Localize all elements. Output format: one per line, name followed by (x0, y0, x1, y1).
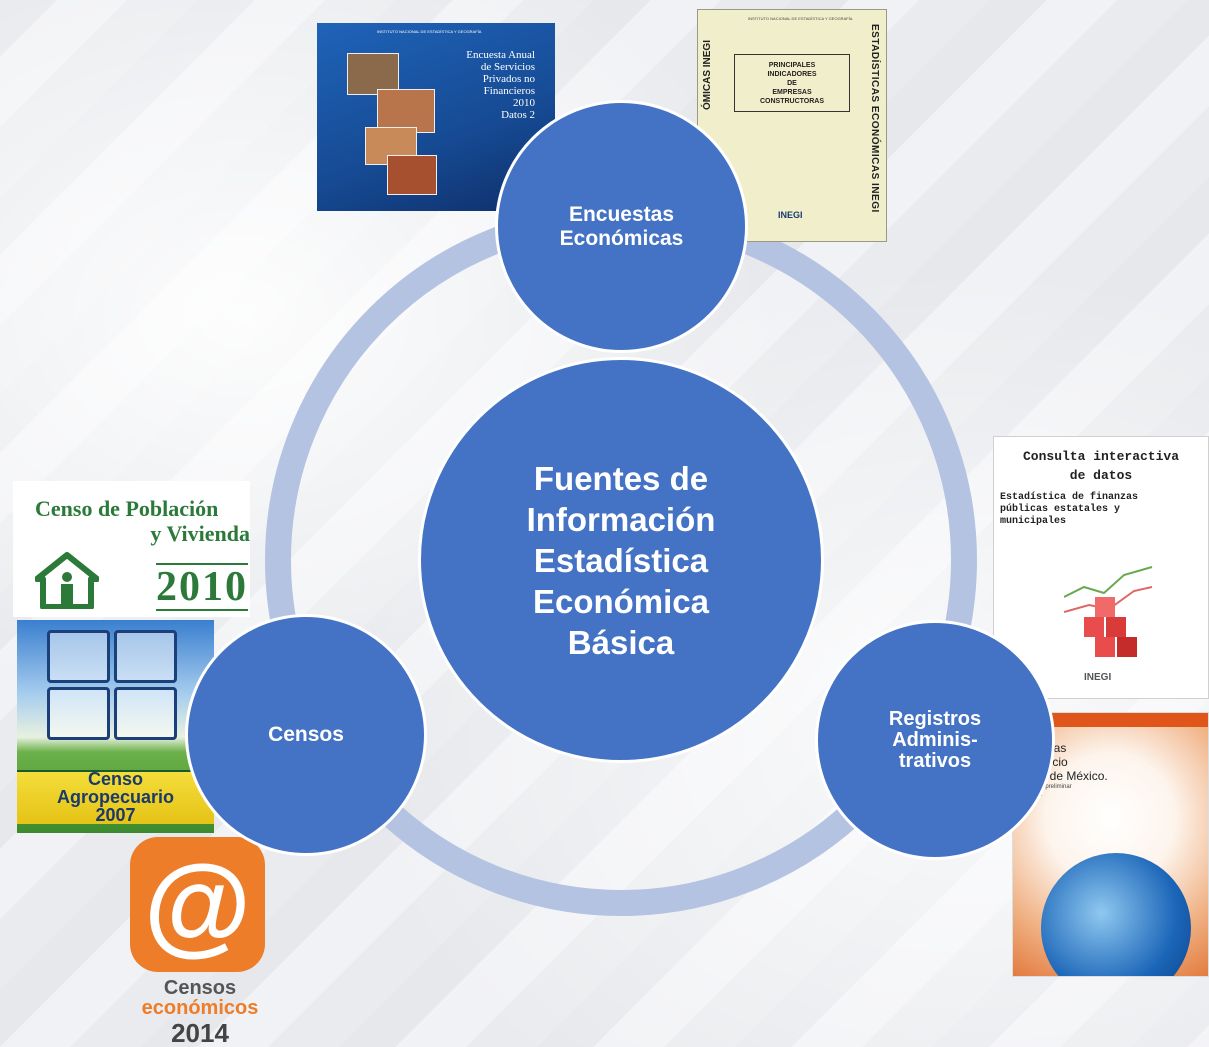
constructoras-side-text: ESTADÍSTICAS ECONÓMICAS INEGI (869, 24, 880, 213)
center-node: Fuentes de Información Estadística Econó… (418, 357, 824, 763)
registros-administrativos-label: Registros Adminis- trativos (888, 707, 982, 772)
censos-economicos-year: 2014 (171, 1018, 229, 1047)
censo-2010-line1: Censo de Población (35, 496, 219, 521)
consulta-cover-title: Consulta interactiva de datos (1022, 449, 1180, 483)
consulta-cover-subtitle: Estadística de finanzas públicas estatal… (1000, 492, 1139, 527)
censos-label: Censos (268, 723, 344, 746)
house-icon (35, 552, 99, 609)
encuesta-cover-title: Encuesta Anual de Servicios Privados no … (466, 49, 535, 121)
encuestas-economicas-node: Encuestas Económicas (495, 100, 748, 353)
censo-agropecuario-text: Censo Agropecuario 2007 (56, 769, 175, 825)
globe-icon (1041, 853, 1191, 976)
censo-agropecuario-logo: Censo Agropecuario 2007 (17, 620, 214, 833)
consulta-cover-image: Consulta interactiva de datos Estadístic… (993, 436, 1209, 699)
registros-administrativos-node: Registros Adminis- trativos (815, 620, 1055, 860)
inegi-logo: INEGI (778, 210, 803, 220)
encuestas-economicas-label: Encuestas Económicas (559, 202, 684, 250)
censo-2010-year: 2010 (156, 563, 248, 611)
censos-economicos-line2: económicos (141, 997, 259, 1019)
center-node-label: Fuentes de Información Estadística Econó… (526, 459, 716, 661)
constructoras-side-text-left: ÓMICAS INEGI (702, 40, 713, 111)
censos-node: Censos (185, 614, 427, 856)
censos-economicos-line1: Censos (163, 977, 237, 999)
censo-2010-line2: y Vivienda (150, 521, 250, 546)
censos-economicos-logo: @ Censos económicos 2014 (120, 833, 280, 1047)
censo-2010-logo: Censo de Población y Vivienda 2010 (13, 481, 250, 617)
constructoras-cover-title: PRINCIPALES INDICADORES DE EMPRESAS CONS… (734, 54, 850, 112)
inegi-logo: INEGI (1084, 672, 1112, 683)
at-sign-icon: @ (143, 842, 252, 966)
cubes-chart-icon (1064, 566, 1153, 657)
